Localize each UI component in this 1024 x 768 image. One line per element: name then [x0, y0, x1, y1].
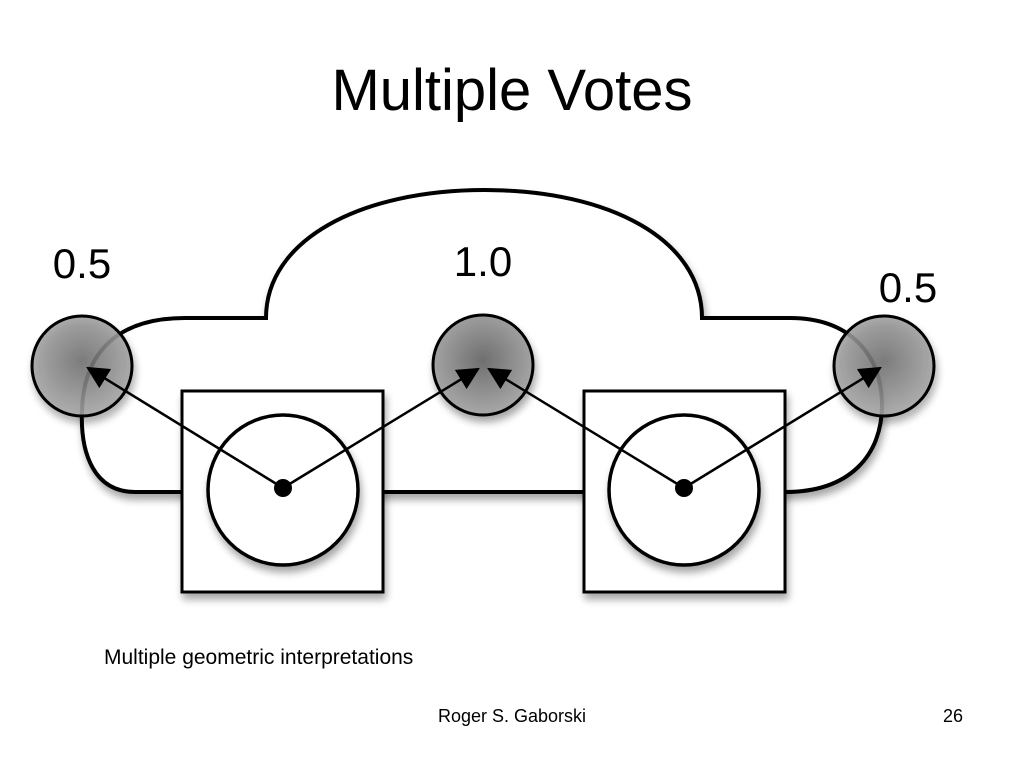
vote-label-right: 0.5 [879, 264, 937, 311]
vote-circle-left [30, 314, 134, 418]
page-number: 26 [942, 706, 963, 726]
arrow-left-wheel-to-left-vote [86, 366, 284, 490]
vote-circle-center [431, 313, 535, 417]
vote-circle-right [832, 314, 936, 418]
slide-caption: Multiple geometric interpretations [104, 646, 414, 669]
vote-label-center: 1.0 [454, 238, 512, 285]
arrow-right-wheel-to-right-vote [683, 366, 882, 490]
arrow-right-wheel-to-center-vote [487, 367, 685, 490]
author-footer: Roger S. Gaborski [437, 706, 587, 726]
vote-label-left: 0.5 [53, 240, 111, 287]
slide-title: Multiple Votes [331, 58, 693, 123]
arrow-left-wheel-to-center-vote [282, 367, 480, 490]
